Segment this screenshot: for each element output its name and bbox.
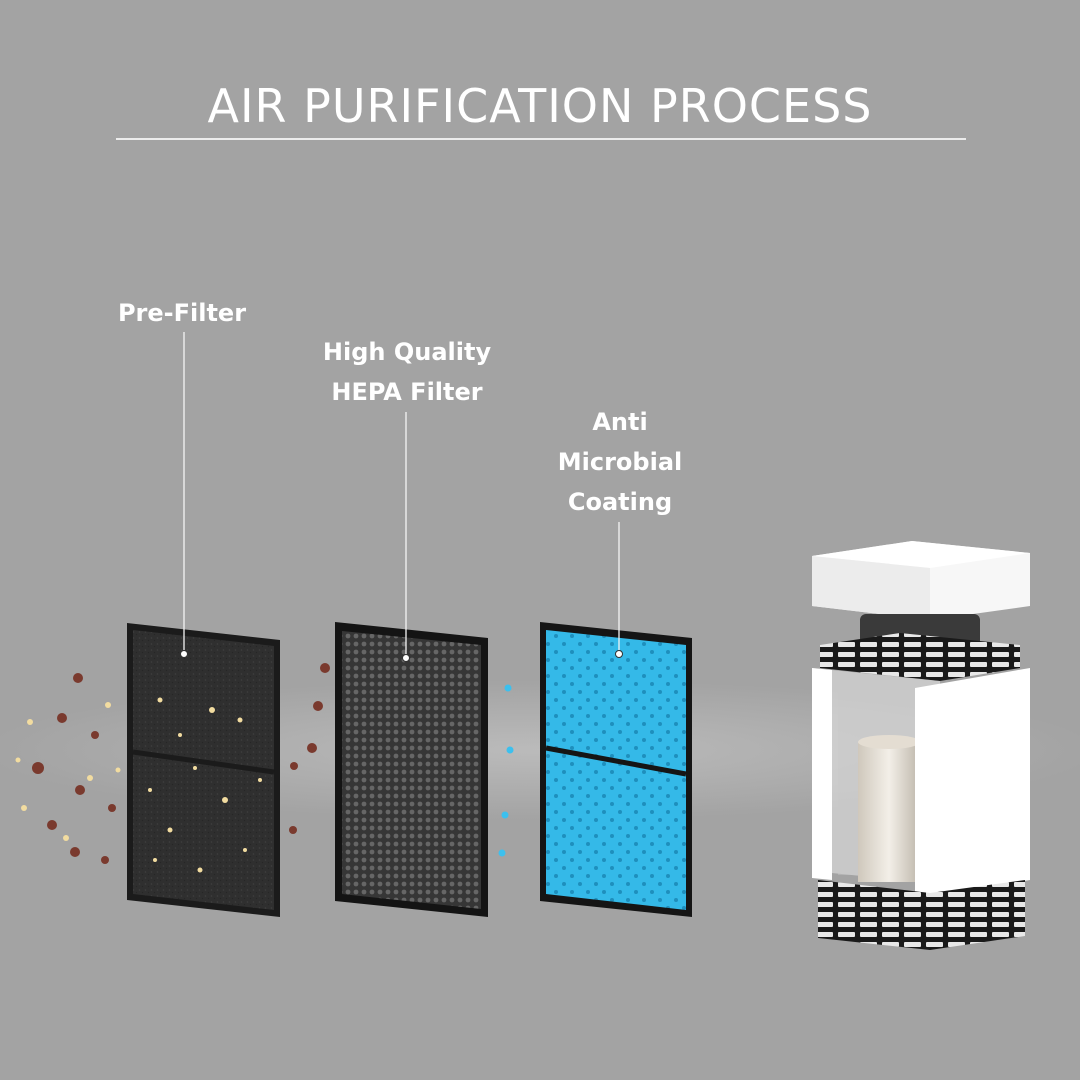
hepa-filter-label-line-1: High Quality [322,338,492,366]
anti-microbial-label-line-2: Microbial [557,448,683,476]
air-purifier-icon [812,541,1030,950]
anti-microbial-label: Anti Microbial Coating [500,402,740,522]
leader-dots [180,650,623,662]
hepa-filter-label-line-2: HEPA Filter [331,378,483,406]
title-underline [116,138,966,140]
anti-microbial-label-line-1: Anti [592,408,648,436]
microbe-icon [498,684,514,857]
hepa-filter-label: High Quality HEPA Filter [287,332,527,412]
pre-filter-label-line: Pre-Filter [117,299,247,327]
dust-particle-icon [32,663,330,864]
leader-lines [183,332,620,655]
anti-microbial-panel [540,622,692,917]
hepa-filter-panel [335,622,488,917]
page-title: AIR PURIFICATION PROCESS [207,79,873,133]
pre-filter-panel [127,623,280,917]
pre-filter-label: Pre-Filter [62,293,302,333]
anti-microbial-label-line-3: Coating [567,488,673,516]
pollen-particle-icon [15,702,121,841]
